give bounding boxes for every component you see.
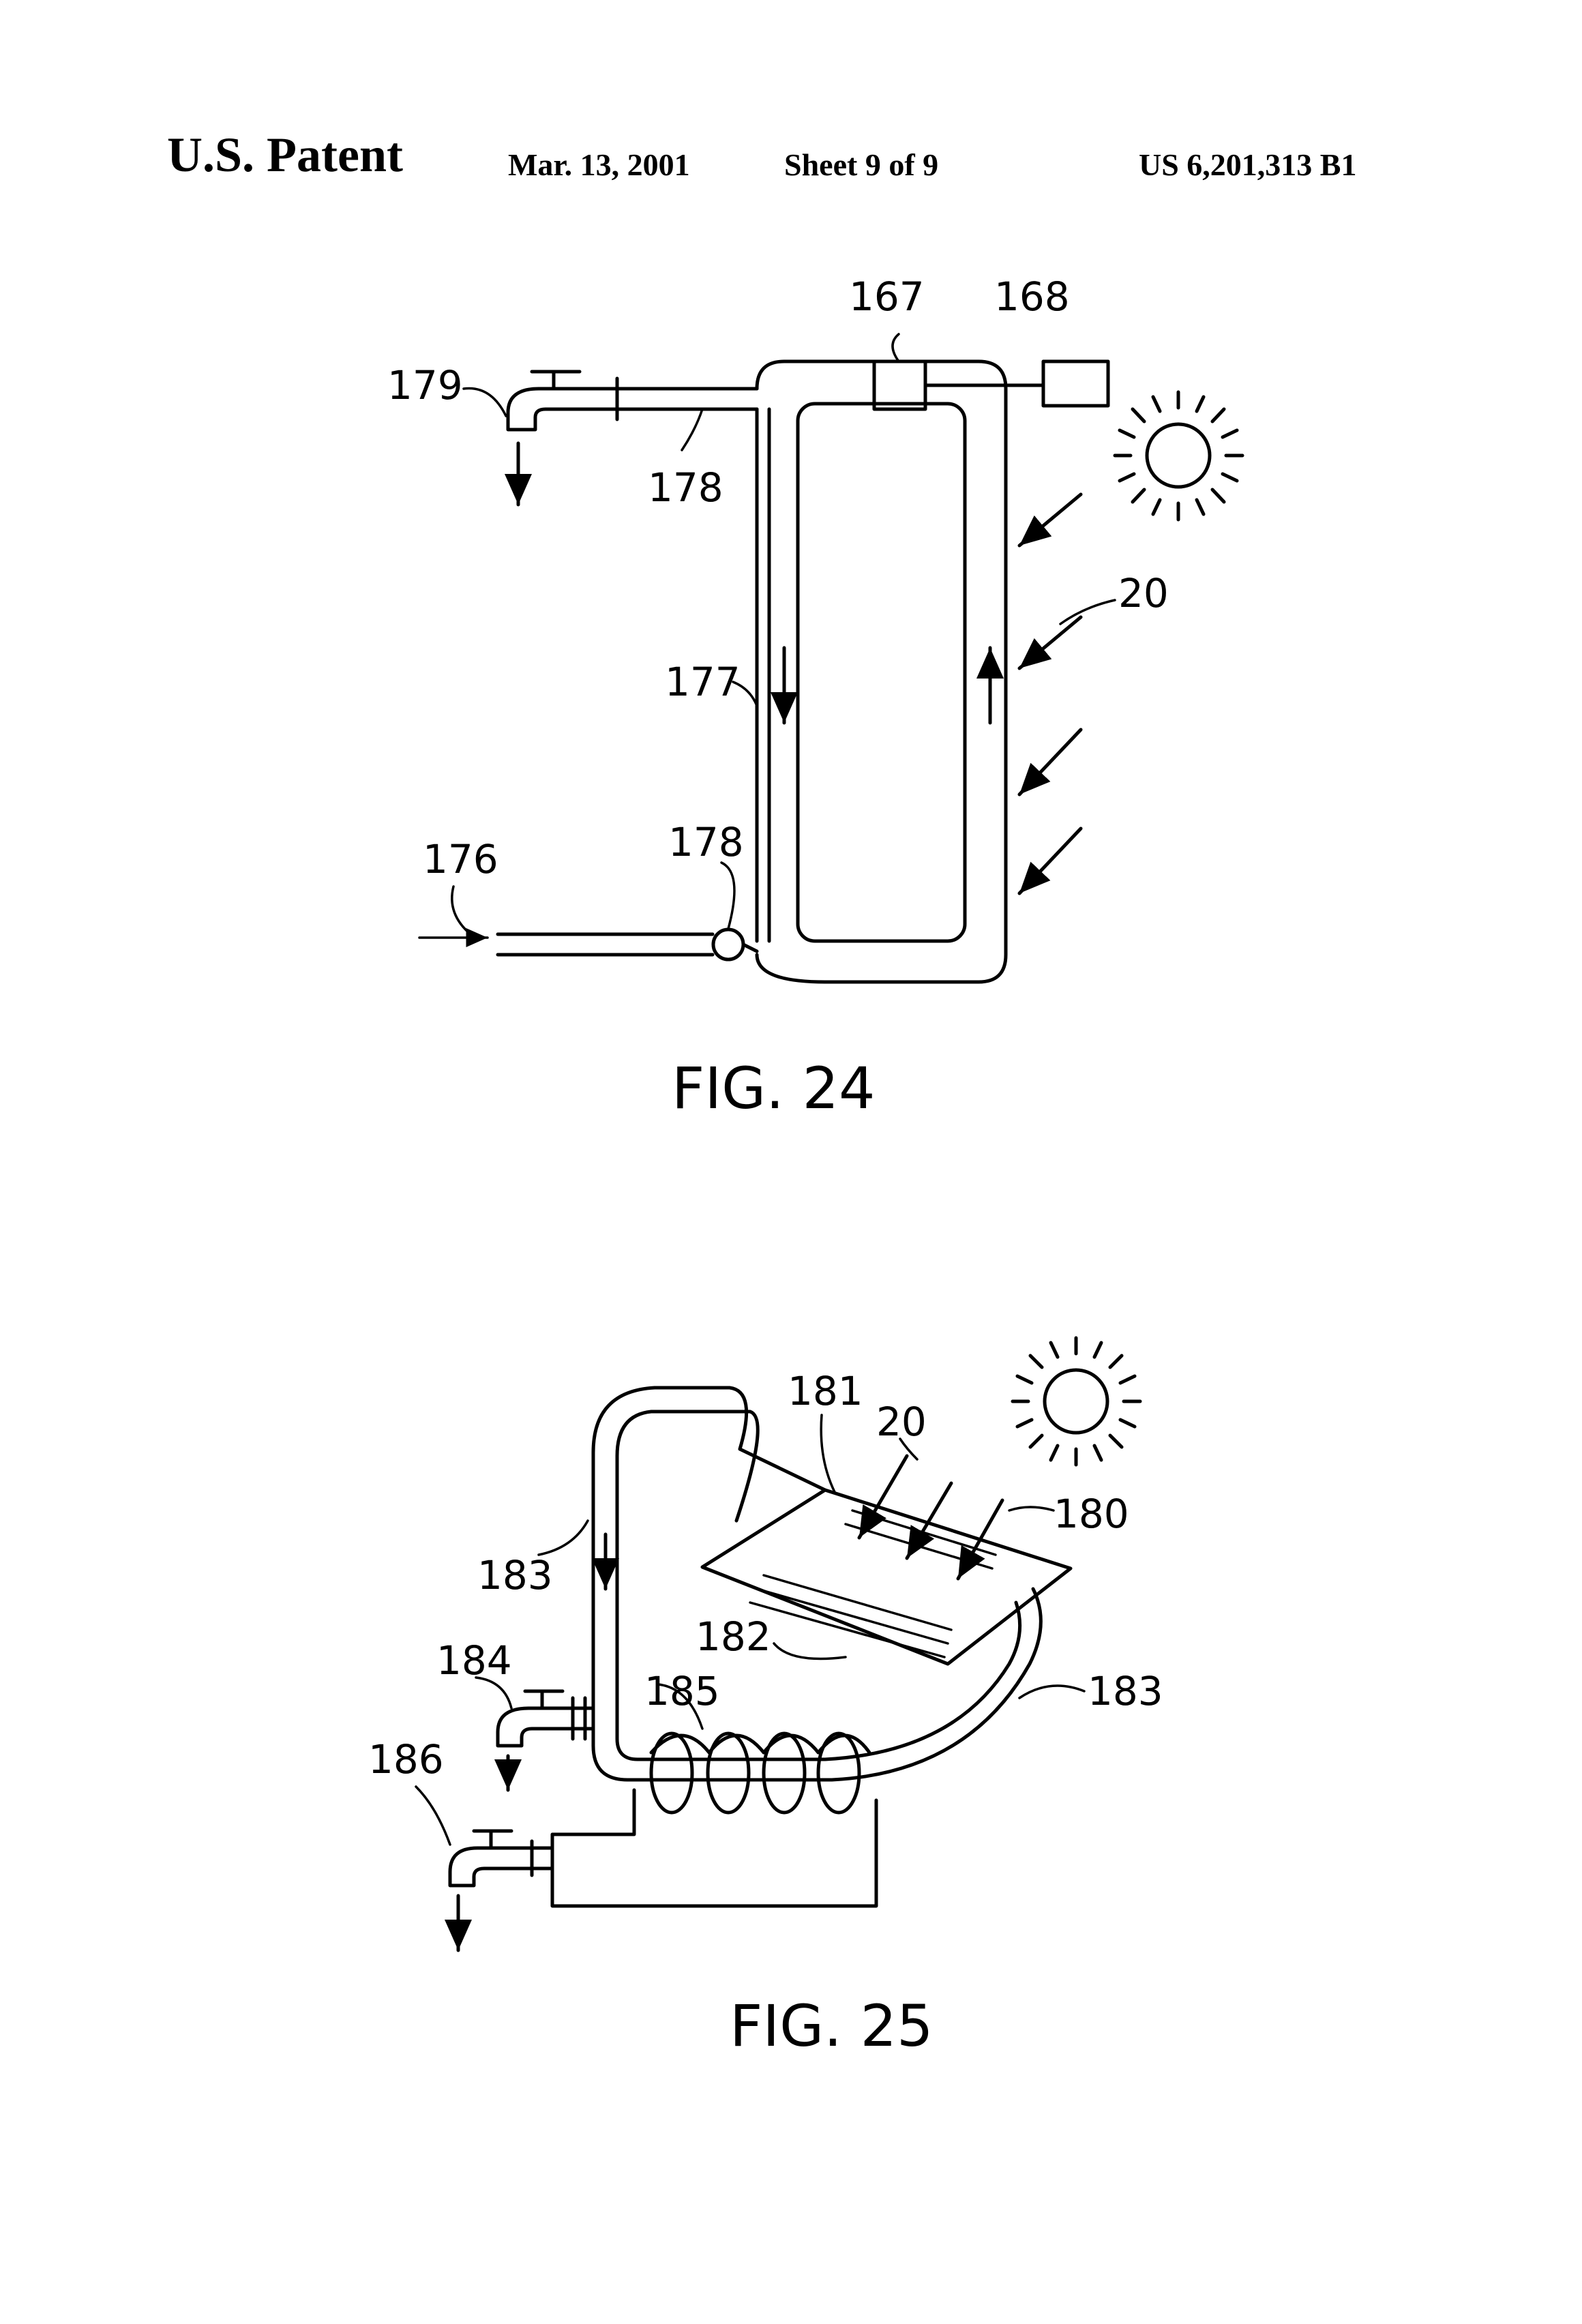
sunlight-arrow-c xyxy=(958,1500,1002,1579)
label-182: 182 xyxy=(696,1613,771,1660)
label-167: 167 xyxy=(849,273,925,320)
loop-pipe-183 xyxy=(593,1388,1041,1780)
label-186: 186 xyxy=(368,1736,444,1783)
sunlight-arrow-b xyxy=(907,1483,951,1558)
check-valve-178 xyxy=(713,929,743,959)
label-179: 179 xyxy=(387,362,463,408)
label-20: 20 xyxy=(876,1399,927,1445)
label-168: 168 xyxy=(994,273,1070,320)
label-184: 184 xyxy=(436,1637,512,1684)
faucet-186-icon xyxy=(450,1848,552,1886)
label-177: 177 xyxy=(665,659,741,705)
faucet-179-icon xyxy=(508,389,617,430)
figure-24-caption: FIG. 24 xyxy=(672,1055,875,1122)
sunlight-arrow-2 xyxy=(1019,617,1081,668)
figure-25-diagram: 181 20 180 183 182 184 185 183 186 FIG. … xyxy=(368,1338,1163,2059)
figure-25-caption: FIG. 25 xyxy=(730,1993,933,2059)
label-178-valve: 178 xyxy=(668,819,744,865)
label-176: 176 xyxy=(423,836,498,882)
label-180: 180 xyxy=(1054,1491,1129,1537)
label-20: 20 xyxy=(1118,570,1169,616)
faucet-184-icon xyxy=(498,1708,593,1746)
sunlight-arrow-3 xyxy=(1019,730,1081,794)
sunlight-arrow-4 xyxy=(1019,829,1081,893)
label-183-left: 183 xyxy=(477,1552,553,1598)
sunlight-arrow-1 xyxy=(1019,494,1081,546)
sun-icon-fig25 xyxy=(1013,1338,1140,1465)
label-185: 185 xyxy=(644,1668,720,1714)
figure-24-diagram: 167 168 179 178 20 177 176 178 FIG. 24 xyxy=(387,273,1242,1122)
heating-coil-185 xyxy=(651,1733,869,1813)
pipe-loop-outer xyxy=(757,361,1006,982)
sun-icon xyxy=(1115,392,1242,520)
tank-inner-wall xyxy=(798,404,965,941)
label-181: 181 xyxy=(788,1368,863,1414)
controller-168 xyxy=(1043,361,1108,406)
label-178-outlet: 178 xyxy=(648,464,723,511)
label-183-right: 183 xyxy=(1088,1668,1163,1714)
